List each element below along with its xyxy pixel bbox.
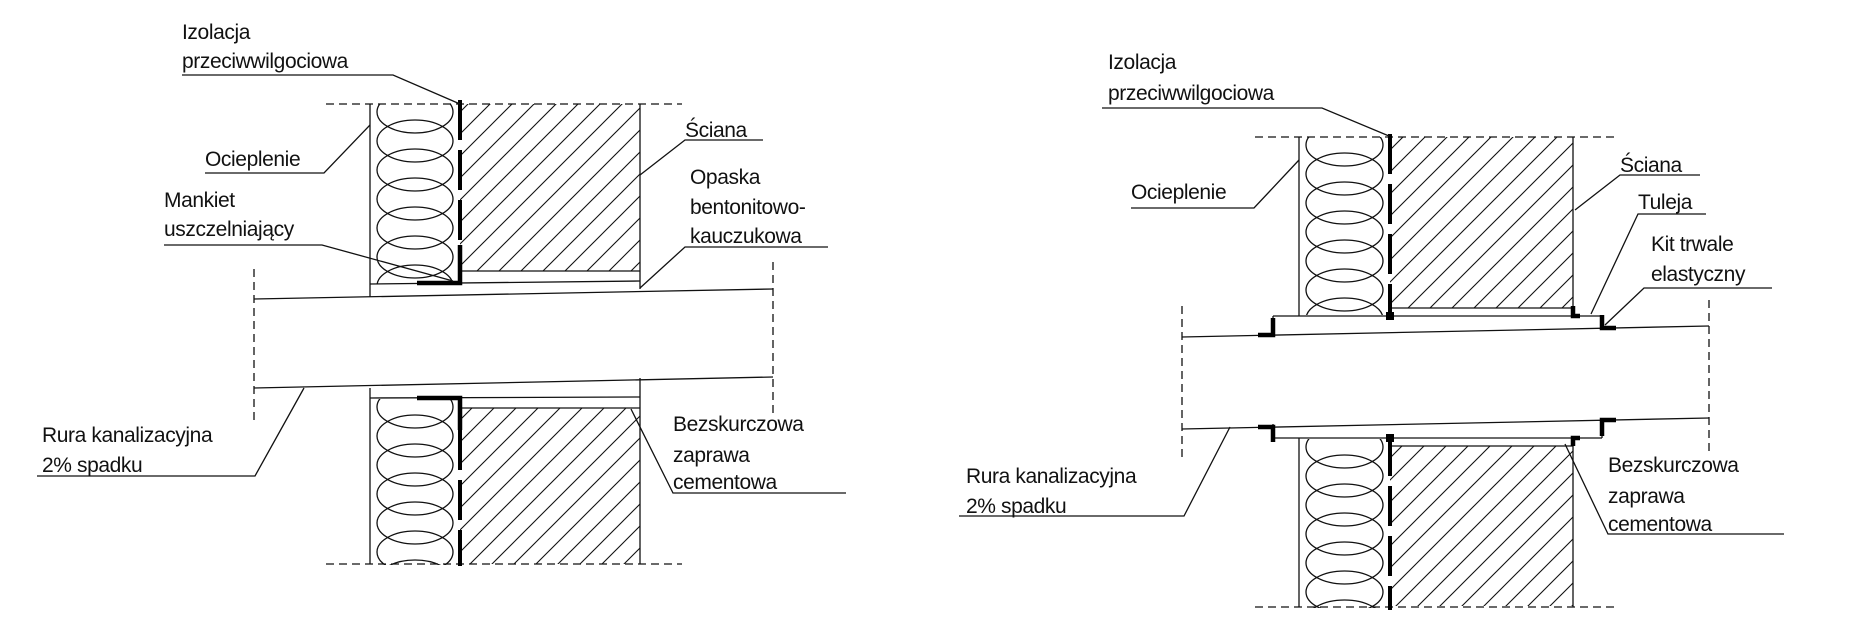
leader-ocieplenie: [1131, 159, 1300, 209]
insulation-symbol: [1305, 137, 1384, 315]
leader-zaprawa: [1564, 443, 1784, 535]
leader-kit: [1604, 287, 1772, 326]
label-rura: 2% spadku: [966, 495, 1066, 518]
wall-hatch-upper: [460, 104, 640, 271]
leader-opaska: [639, 246, 828, 289]
insulation-loop: [376, 206, 454, 250]
sealant-mark: [1599, 417, 1616, 436]
insulation-loop: [1313, 599, 1376, 608]
pipe-bottom-edge: [253, 376, 774, 389]
label-rura: 2% spadku: [42, 454, 142, 477]
leader-izolacja: [1102, 107, 1390, 137]
wall-hatch-upper: [1390, 137, 1573, 308]
label-mankiet: Mankiet: [164, 189, 235, 212]
label-opaska: bentonitowo-: [690, 196, 806, 219]
insulation-loop: [1305, 210, 1384, 254]
leader-sciana: [639, 139, 763, 176]
insulation-loop: [376, 501, 454, 545]
label-tuleja: Tuleja: [1638, 191, 1693, 214]
insulation-loop: [1305, 541, 1384, 585]
insulation-loop: [376, 530, 454, 565]
insulation-loop: [1305, 181, 1384, 225]
insulation-loop: [376, 119, 454, 163]
label-izolacja: przeciwwilgociowa: [1108, 82, 1275, 105]
label-izolacja: Izolacja: [182, 21, 251, 44]
insulation-loop: [376, 148, 454, 192]
label-izolacja: Izolacja: [1108, 51, 1177, 74]
wall-hatch-lower: [1390, 446, 1573, 606]
insulation-loop: [1305, 239, 1384, 283]
label-zaprawa: cementowa: [1608, 513, 1713, 536]
leader-zaprawa: [630, 408, 846, 494]
sleeve-joint: [1570, 306, 1580, 319]
label-zaprawa: zaprawa: [673, 444, 750, 467]
label-kit: Kit trwale: [1651, 233, 1733, 256]
insulation-loop: [376, 443, 454, 487]
insulation-loop: [376, 177, 454, 221]
insulation-loop: [1305, 137, 1384, 167]
insulation-loop: [376, 235, 454, 279]
insulation-loop: [376, 264, 454, 284]
label-sciana: Ściana: [1620, 153, 1683, 177]
insulation-symbol: [1305, 439, 1384, 608]
label-zaprawa: cementowa: [673, 471, 778, 494]
leader-ocieplenie: [205, 124, 371, 174]
insulation-loop: [1305, 268, 1384, 312]
insulation-loop: [376, 104, 454, 134]
label-ocieplenie: Ocieplenie: [205, 148, 300, 171]
insulation-loop: [1306, 297, 1383, 315]
sealant-mark: [1258, 424, 1276, 442]
insulation-loop: [388, 559, 442, 565]
label-zaprawa: Bezskurczowa: [1608, 454, 1739, 477]
sealing-collar: [417, 245, 463, 286]
sealing-collar: [417, 395, 463, 430]
leader-rura: [959, 426, 1231, 517]
leader-rura: [37, 387, 305, 477]
leader-sciana: [1574, 174, 1700, 211]
pipe-top-edge: [253, 288, 774, 300]
insulation-loop: [376, 414, 454, 458]
label-opaska: Opaska: [690, 166, 761, 189]
barrier-joint: [1386, 312, 1394, 320]
label-izolacja: przeciwwilgociowa: [182, 50, 349, 73]
label-sciana: Ściana: [685, 118, 748, 142]
sealant-mark: [1599, 315, 1616, 331]
grout-line: [369, 396, 641, 399]
barrier-joint: [1386, 434, 1394, 442]
insulation-loop: [1305, 483, 1384, 527]
insulation-symbol: [376, 399, 454, 565]
insulation-loop: [1305, 454, 1384, 498]
diagram-left: Izolacja przeciwwilgociowa Ocieplenie Ma…: [37, 21, 846, 566]
label-mankiet: uszczelniający: [164, 218, 295, 241]
leader-tuleja: [1590, 213, 1706, 315]
wall-hatch-lower: [460, 408, 640, 564]
label-opaska: kauczukowa: [690, 225, 802, 248]
insulation-loop: [1305, 439, 1384, 469]
diagram-right: Izolacja przeciwwilgociowa Ocieplenie Śc…: [959, 51, 1784, 610]
insulation-loop: [1305, 152, 1384, 196]
label-zaprawa: Bezskurczowa: [673, 413, 804, 436]
leader-izolacja: [182, 74, 461, 105]
label-zaprawa: zaprawa: [1608, 485, 1685, 508]
sealant-mark: [1258, 318, 1276, 338]
insulation-loop: [376, 472, 454, 516]
insulation-loop: [376, 399, 454, 429]
insulation-loop: [1305, 570, 1384, 608]
label-rura: Rura kanalizacyjna: [42, 424, 213, 447]
sleeve-joint: [1570, 435, 1580, 446]
leader-mankiet: [164, 244, 454, 282]
label-kit: elastyczny: [1651, 263, 1746, 286]
grout-line: [369, 280, 641, 285]
label-ocieplenie: Ocieplenie: [1131, 181, 1226, 204]
label-rura: Rura kanalizacyjna: [966, 465, 1137, 488]
insulation-symbol: [376, 104, 454, 284]
insulation-loop: [1305, 512, 1384, 556]
